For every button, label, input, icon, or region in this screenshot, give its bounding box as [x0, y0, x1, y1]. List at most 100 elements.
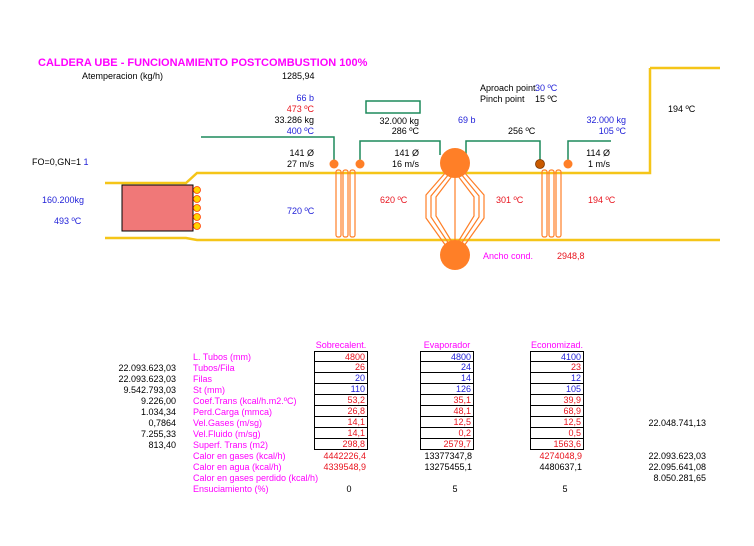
evaporator-tubes	[425, 171, 485, 247]
column-header-3: Economizad.	[530, 340, 584, 350]
page-title: CALDERA UBE - FUNCIONAMIENTO POSTCOMBUST…	[38, 57, 368, 69]
sh-vel: 27 m/s	[286, 159, 314, 169]
fo-gn-label: FO=0,GN=1 1	[32, 157, 89, 167]
approach-label: Aproach point	[480, 83, 536, 93]
burner-flames	[193, 186, 201, 230]
gas-inlet-temp: 493 ºC	[54, 216, 82, 226]
table-cell: 110	[314, 384, 368, 395]
table-cell: 26	[314, 362, 368, 373]
gas-temp-after-evap: 301 ºC	[496, 195, 524, 205]
approach-value: 30 ºC	[535, 83, 558, 93]
table-cell: 39,9	[530, 395, 584, 406]
table-cell: 0,5	[530, 428, 584, 439]
eco-mass: 32.000 kg	[586, 115, 626, 125]
row-label: Vel.Fluido (m/sg)	[193, 429, 261, 439]
row-label: Tubos/Fila	[193, 363, 235, 373]
right-total-perd: 22.048.741,13	[648, 418, 706, 428]
gas-temp-after-eco: 194 ºC	[588, 195, 616, 205]
table-cell: 14,1	[314, 428, 368, 439]
superheater-coil	[335, 169, 356, 238]
column-header-1: Sobrecalent.	[315, 340, 367, 350]
table-cell: 4339548,9	[323, 462, 366, 472]
gas-temp-after-sh: 620 ºC	[380, 195, 408, 205]
row-label: Filas	[193, 374, 213, 384]
drum-mass: 32.000 kg	[379, 116, 419, 126]
left-value: 813,40	[148, 440, 176, 450]
table-cell: 48,1	[420, 406, 474, 417]
right-total-agua: 22.095.641,08	[648, 462, 706, 472]
table-cell: 12	[530, 373, 584, 384]
table-cell: 14,1	[314, 417, 368, 428]
row-label: Perd.Carga (mmca)	[193, 407, 273, 417]
drum-pressure: 69 b	[458, 115, 476, 125]
table-cell: 53,2	[314, 395, 368, 406]
row-label: Calor en gases perdido (kcal/h)	[193, 473, 319, 483]
sh-outlet-header	[355, 159, 365, 169]
row-label: L. Tubos (mm)	[193, 352, 252, 362]
table-cell: 5	[562, 484, 568, 494]
table-cell: 13377347,8	[424, 451, 472, 461]
eco-temp-in: 256 ºC	[508, 126, 536, 136]
atemperacion-value: 1285,94	[282, 71, 315, 81]
left-value: 7.255,33	[140, 429, 176, 439]
left-value: 22.093.623,03	[118, 363, 176, 373]
sh-diam: 141 Ø	[289, 148, 314, 158]
pinch-value: 15 ºC	[535, 94, 558, 104]
drum-indicator-box	[365, 100, 421, 114]
table-cell: 4274048,9	[539, 451, 582, 461]
row-label: Calor en gases (kcal/h)	[193, 451, 286, 461]
table-cell: 26,8	[314, 406, 368, 417]
sh-temp: 400 ºC	[286, 126, 314, 136]
column-header-2: Evaporador	[423, 340, 471, 350]
sh-mass: 33.286 kg	[274, 115, 314, 125]
table-cell: 105	[530, 384, 584, 395]
table-cell: 14	[420, 373, 474, 384]
table-cell: 12,5	[420, 417, 474, 428]
drum-temp: 286 ºC	[391, 126, 419, 136]
table-cell: 5	[452, 484, 458, 494]
row-label: Coef.Trans (kcal/h.m2.ºC)	[193, 396, 297, 406]
pinch-label: Pinch point	[480, 94, 525, 104]
evap-vel: 16 m/s	[391, 159, 419, 169]
eco-vel: 1 m/s	[587, 159, 610, 169]
gas-flow: 160.200kg	[42, 195, 85, 205]
ancho-cond-label: Ancho cond.	[483, 251, 534, 261]
table-cell: 23	[530, 362, 584, 373]
fo-gn-value: 1	[83, 157, 89, 167]
table-cell: 13275455,1	[424, 462, 472, 472]
sh-pressure: 66 b	[296, 93, 314, 103]
gas-temp-furnace: 720 ºC	[287, 206, 315, 216]
sh-temp-out: 473 ºC	[286, 104, 314, 114]
atemperacion-label: Atemperacion (kg/h)	[82, 71, 164, 81]
economizer-coil	[541, 169, 562, 238]
stack-temp: 194 ºC	[668, 104, 696, 114]
table-cell: 12,5	[530, 417, 584, 428]
table-cell: 4800	[420, 351, 474, 362]
left-value: 9.542.793,03	[123, 385, 176, 395]
table-cell: 20	[314, 373, 368, 384]
water-lines	[201, 136, 611, 163]
evap-diam: 141 Ø	[394, 148, 419, 158]
burner-box	[121, 184, 194, 232]
gas-duct-top-wall	[105, 68, 652, 185]
table-cell: 0,2	[420, 428, 474, 439]
ancho-cond-value: 2948,8	[557, 251, 585, 261]
row-label: Calor en agua (kcal/h)	[193, 462, 282, 472]
eco-temp-out: 105 ºC	[598, 126, 626, 136]
left-value: 0,7864	[148, 418, 176, 428]
sh-inlet-header	[329, 159, 339, 169]
table-cell: 126	[420, 384, 474, 395]
table-cell: 298,8	[314, 439, 368, 450]
table-cell: 68,9	[530, 406, 584, 417]
table-cell: 1563,6	[530, 439, 584, 450]
table-cell: 2579,7	[420, 439, 474, 450]
gas-duct-bottom-wall	[105, 236, 720, 242]
table-cell: 24	[420, 362, 474, 373]
table-cell: 4800	[314, 351, 368, 362]
left-value: 22.093.623,03	[118, 374, 176, 384]
row-label: Ensuciamiento (%)	[193, 484, 269, 494]
table-cell: 4442226,4	[323, 451, 366, 461]
left-value: 9.226,00	[140, 396, 176, 406]
table-cell: 4480637,1	[539, 462, 582, 472]
